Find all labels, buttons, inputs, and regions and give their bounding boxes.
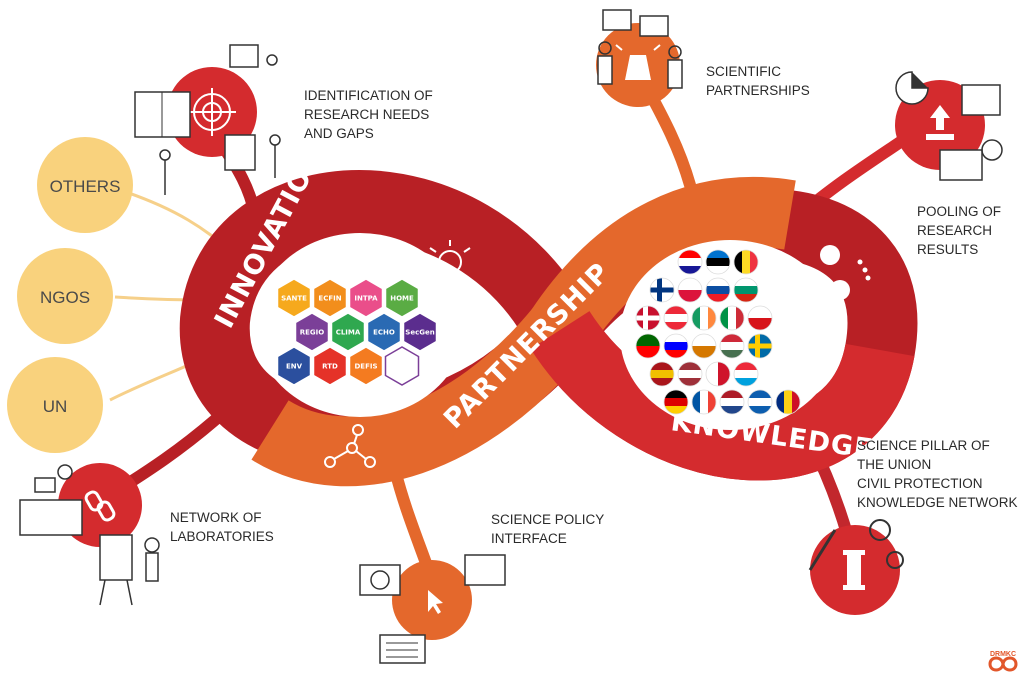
flag-hu-icon xyxy=(719,333,745,359)
flag-es-icon xyxy=(649,361,675,387)
flag-hr-icon xyxy=(677,249,703,275)
dg-hexagon xyxy=(312,278,348,318)
label-pillar-line2: THE UNION xyxy=(857,457,932,472)
dg-hexagon-label: ECFIN xyxy=(318,295,341,303)
dg-hexagon xyxy=(330,312,366,352)
label-science-policy: SCIENCE POLICY INTERFACE xyxy=(491,510,604,548)
lightbulb-icon xyxy=(429,240,471,277)
flag-cy-icon xyxy=(691,333,717,359)
flag-be-icon xyxy=(733,249,759,275)
flag-si-icon xyxy=(663,333,689,359)
flag-se-icon xyxy=(747,333,773,359)
label-pillar-line1: SCIENCE PILLAR OF xyxy=(857,438,990,453)
flag-bg-icon xyxy=(733,277,759,303)
flag-mt-icon xyxy=(705,361,731,387)
hub-research-needs xyxy=(134,44,281,195)
label-policy-line1: SCIENCE POLICY xyxy=(491,512,605,527)
label-pooling: POOLING OF RESEARCH RESULTS xyxy=(917,202,1001,259)
dg-hexagon xyxy=(384,346,420,386)
dg-hexagon-label: HOME xyxy=(390,295,414,303)
dg-hexagon xyxy=(402,312,438,352)
dg-hexagon xyxy=(312,346,348,386)
label-pooling-line3: RESULTS xyxy=(917,242,979,257)
label-sp-line2: PARTNERSHIPS xyxy=(706,83,810,98)
label-labs-line1: NETWORK OF xyxy=(170,510,262,525)
drmkc-logo: DRMKC xyxy=(988,651,1018,672)
label-network-labs: NETWORK OF LABORATORIES xyxy=(170,508,274,546)
eu-flags-cluster xyxy=(635,249,801,415)
dg-hexagon-label: SANTE xyxy=(281,295,307,303)
dg-hexagon xyxy=(276,278,312,318)
dg-hexagon xyxy=(384,278,420,318)
dg-hexagon-label: DEFIS xyxy=(354,363,377,371)
people-network-icon xyxy=(820,245,871,300)
hub-network-labs xyxy=(19,463,160,606)
bubble-others-label: OTHERS xyxy=(50,177,121,196)
flag-gr-icon xyxy=(747,389,773,415)
label-pooling-line1: POOLING OF xyxy=(917,204,1002,219)
dg-hexagon-label: RTD xyxy=(322,363,338,371)
dg-hexagon-label: REGIO xyxy=(300,329,325,337)
label-research-needs-line2: RESEARCH NEEDS xyxy=(304,107,430,122)
hub-science-pillar xyxy=(808,519,904,615)
label-pooling-line2: RESEARCH xyxy=(917,223,993,238)
logo-text: DRMKC xyxy=(990,651,1016,658)
flag-ee-icon xyxy=(705,249,731,275)
label-research-needs-line1: IDENTIFICATION OF xyxy=(304,88,433,103)
label-policy-line2: INTERFACE xyxy=(491,531,567,546)
flag-lv-icon xyxy=(677,361,703,387)
flag-pl-icon xyxy=(677,277,703,303)
flag-pt-icon xyxy=(635,333,661,359)
infinity-logo-icon xyxy=(988,656,1018,672)
label-labs-line2: LABORATORIES xyxy=(170,529,274,544)
molecule-icon xyxy=(324,424,376,468)
flag-sk-icon xyxy=(705,277,731,303)
dg-hexagon xyxy=(348,278,384,318)
flag-nl-icon xyxy=(719,389,745,415)
bubble-ngos-label: NGOS xyxy=(40,288,90,307)
dg-hexagon-label: SecGen xyxy=(405,329,434,337)
hub-pooling xyxy=(895,71,1003,181)
label-research-needs: IDENTIFICATION OF RESEARCH NEEDS AND GAP… xyxy=(304,86,433,143)
label-sp-line1: SCIENTIFIC xyxy=(706,64,782,79)
dg-hexagon-label: ENV xyxy=(286,363,303,371)
hub-science-policy xyxy=(359,554,506,664)
flag-it-icon xyxy=(719,305,745,331)
dg-hexagon-label: INTPA xyxy=(354,295,378,303)
flag-at-icon xyxy=(663,305,689,331)
bubble-un: UN xyxy=(7,357,103,453)
flag-de-icon xyxy=(663,389,689,415)
dg-hexagon xyxy=(366,312,402,352)
hub-scientific-partnerships xyxy=(596,9,683,107)
label-pillar-line4: KNOWLEDGE NETWORK xyxy=(857,495,1018,510)
dg-hexagon xyxy=(276,346,312,386)
dg-hexagon-label: JRC xyxy=(394,363,408,371)
flag-dk-icon xyxy=(635,305,661,331)
flag-lu-icon xyxy=(733,361,759,387)
dg-hexagon-label: ECHO xyxy=(373,329,395,337)
flag-fr-icon xyxy=(691,389,717,415)
label-science-pillar: SCIENCE PILLAR OF THE UNION CIVIL PROTEC… xyxy=(857,436,1018,512)
dg-hexagon-label: CLIMA xyxy=(336,329,361,337)
label-pillar-line3: CIVIL PROTECTION xyxy=(857,476,983,491)
flag-ro-icon xyxy=(775,389,801,415)
bubble-un-label: UN xyxy=(43,397,68,416)
dg-hexagon xyxy=(294,312,330,352)
label-research-needs-line3: AND GAPS xyxy=(304,126,374,141)
bubble-ngos: NGOS xyxy=(17,248,113,344)
dg-hexagon xyxy=(348,346,384,386)
flag-cz-icon xyxy=(747,305,773,331)
bubble-others: OTHERS xyxy=(37,137,133,233)
flag-fi-icon xyxy=(649,277,675,303)
dg-hexagon-cluster: SANTE ECFIN INTPA HOME REGIO CLIMA ECHO SecGenE… xyxy=(276,278,438,386)
label-scientific-partnerships: SCIENTIFIC PARTNERSHIPS xyxy=(706,62,810,100)
flag-ie-icon xyxy=(691,305,717,331)
